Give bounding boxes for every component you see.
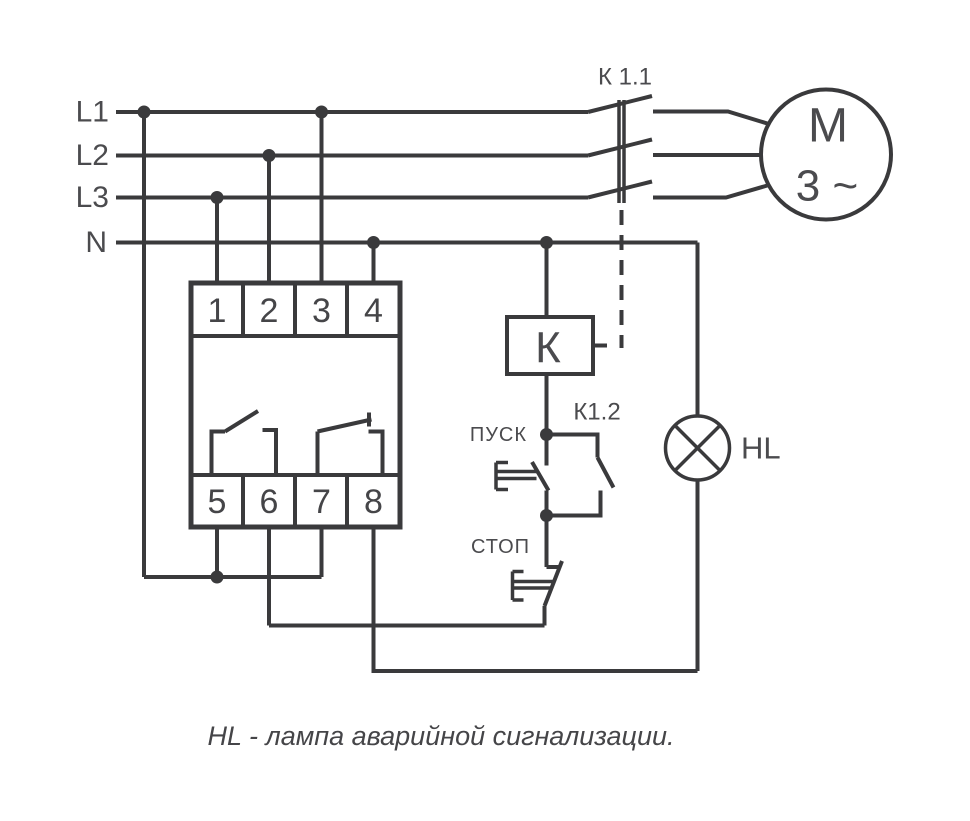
internal-contact-7-8 — [315, 412, 385, 475]
wire-terminal8-to-lamp — [371, 527, 698, 673]
junction-dot — [540, 428, 553, 441]
relay-device: 1 2 3 4 5 6 7 8 — [188, 280, 403, 530]
internal-contact-5-6 — [209, 409, 278, 475]
contact78-blade — [317, 417, 372, 434]
power-rails: L1 L2 L3 N — [76, 96, 698, 259]
motor-phases: 3 ~ — [796, 162, 858, 211]
terminal-6: 6 — [260, 483, 279, 521]
k12-lower-wire — [546, 490, 603, 518]
label-l3: L3 — [76, 181, 109, 214]
motor-feed-wires — [653, 109, 770, 200]
junction-dot — [210, 570, 224, 584]
k12-upper-wire — [546, 432, 600, 458]
signal-lamp: HL — [663, 242, 781, 671]
start-button-symbol: ПУСК — [470, 424, 551, 567]
rail-to-terminal-wires — [142, 112, 376, 577]
terminal-3: 3 — [312, 292, 331, 330]
junction-dot — [540, 509, 553, 522]
start-button-label: ПУСК — [470, 424, 527, 446]
caption: HL - лампа аварийной сигнализации. — [207, 721, 674, 751]
coil-letter: К — [535, 324, 561, 373]
lamp-label: HL — [741, 431, 781, 466]
terminal-2: 2 — [260, 292, 279, 330]
wire-motor-l1 — [653, 109, 770, 126]
contact56-blade — [223, 409, 260, 434]
stop-actuator — [510, 569, 553, 602]
contact56-left-post — [209, 429, 225, 475]
k12-blade — [595, 456, 616, 489]
terminal-row-separators — [191, 334, 400, 477]
motor-circle — [759, 87, 893, 222]
label-l1: L1 — [76, 96, 109, 129]
k11-linkage-bar — [617, 100, 626, 203]
terminal-4: 4 — [364, 292, 383, 330]
contactor-main-contact-k11: К 1.1 — [587, 64, 653, 348]
stop-button-symbol: СТОП — [471, 536, 564, 626]
stop-blade — [542, 560, 564, 607]
label-n: N — [85, 226, 107, 259]
junction-dot — [367, 236, 380, 249]
start-blade — [530, 460, 551, 492]
junction-dot — [210, 191, 224, 204]
junction-dot — [540, 236, 553, 249]
junction-dot — [262, 149, 276, 162]
label-k12: К1.2 — [573, 399, 620, 426]
contact56-fixed — [262, 428, 278, 475]
contact78-fixed — [368, 429, 385, 475]
lamp-cross — [673, 424, 722, 472]
label-l2: L2 — [76, 139, 109, 172]
terminal-5: 5 — [208, 483, 227, 521]
contactor-coil-branch: К — [505, 242, 607, 466]
junction-dot — [137, 105, 151, 119]
start-actuator — [494, 460, 537, 492]
terminal-7: 7 — [312, 483, 331, 521]
motor-letter: M — [808, 100, 848, 153]
motor-symbol: M 3 ~ — [759, 87, 893, 222]
terminal-1: 1 — [208, 292, 227, 330]
wire-motor-l3 — [653, 183, 770, 200]
aux-contact-k12: К1.2 — [546, 399, 621, 518]
junction-dots — [137, 105, 553, 584]
relay-bottom-wiring — [144, 527, 698, 673]
label-k11: К 1.1 — [598, 64, 652, 91]
terminal-8: 8 — [364, 483, 383, 521]
stop-button-label: СТОП — [471, 536, 530, 558]
junction-dot — [315, 105, 328, 119]
terminal-dividers-top — [241, 283, 349, 336]
terminal-dividers-bottom — [241, 475, 349, 527]
